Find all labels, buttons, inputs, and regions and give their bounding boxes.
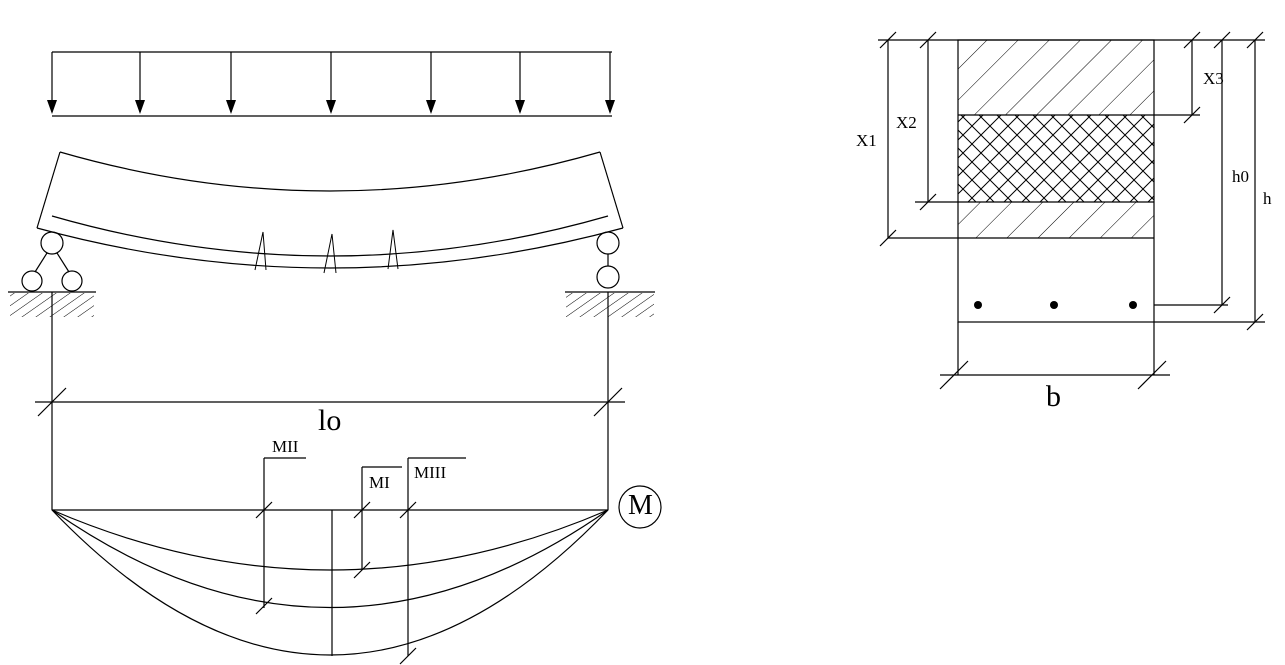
span-dimension: [35, 292, 625, 510]
load-arrow: [226, 52, 236, 114]
x2-label: X2: [896, 113, 917, 132]
cross-section: [888, 39, 1155, 323]
right-roller-support: [565, 231, 655, 317]
x3-label: X3: [1203, 69, 1224, 88]
crack-mark: [254, 231, 267, 271]
moment-label-m1: MI: [369, 473, 390, 492]
moment-diagram: [51, 457, 662, 665]
load-arrow: [515, 52, 525, 114]
moment-symbol-circle: [618, 485, 662, 529]
moment-label-m2: MII: [272, 437, 299, 456]
moment-label-m3: MIII: [414, 463, 447, 482]
load-arrow: [605, 52, 615, 114]
x1-label: X1: [856, 131, 877, 150]
section-dimensions: [878, 31, 1265, 390]
h0-label: h0: [1232, 167, 1249, 186]
rebar-dot: [974, 301, 982, 309]
load-arrow: [47, 52, 57, 114]
crack-mark: [323, 233, 337, 274]
crack-mark: [387, 229, 399, 270]
rebar-dot: [1050, 301, 1058, 309]
b-label: b: [1046, 380, 1061, 413]
load-arrow: [135, 52, 145, 114]
load-arrow: [326, 52, 336, 114]
rebar-dot: [1129, 301, 1137, 309]
deflected-beam: [36, 151, 624, 274]
h-label: h: [1263, 189, 1272, 208]
span-label: lo: [318, 404, 342, 437]
moment-symbol-label: M: [628, 490, 653, 521]
distributed-load: [47, 51, 615, 117]
load-arrow: [426, 52, 436, 114]
